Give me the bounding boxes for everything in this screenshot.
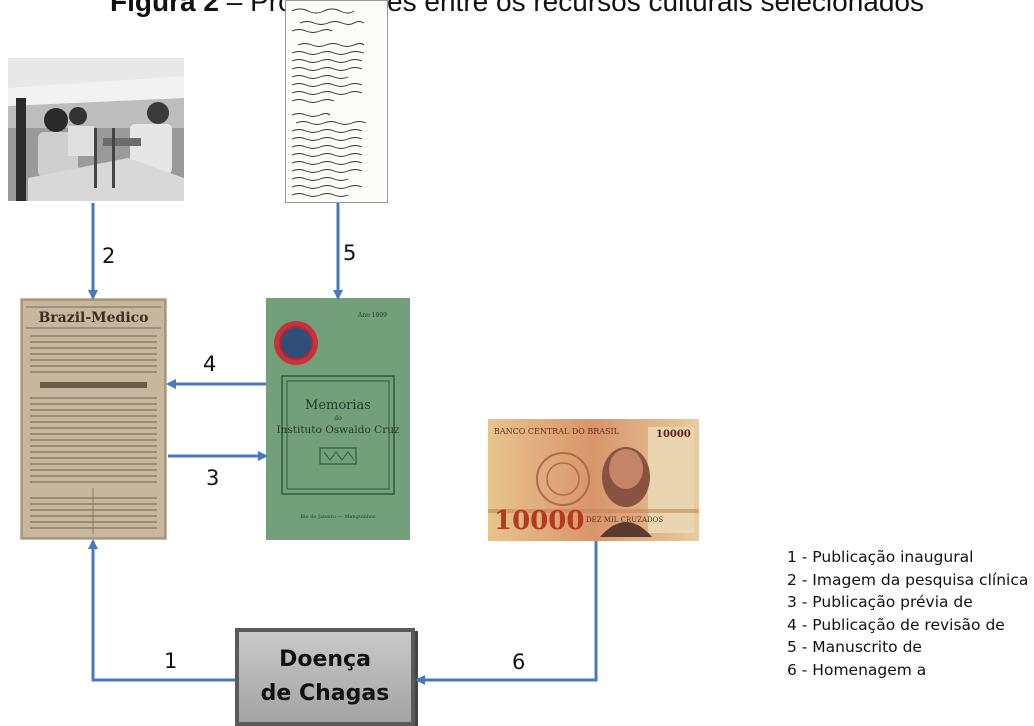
banknote-image: BANCO CENTRAL DO BRASIL 10000 10000 DEZ … [488, 419, 699, 541]
journal-header: Ano 1909 [358, 312, 387, 319]
doenca-de-chagas-node: Doença de Chagas [235, 628, 415, 726]
edge-label-5: 5 [343, 241, 357, 265]
edge-label-1: 1 [164, 649, 178, 673]
banknote-value: 10000 [494, 506, 585, 536]
node-label-line1: Doença [279, 647, 371, 672]
legend-item: 1 - Publicação inaugural [787, 548, 974, 566]
manuscript-image [285, 0, 388, 203]
edge-label-6: 6 [512, 650, 526, 674]
arrow-1 [88, 539, 235, 682]
figure-title: Figura 2 – Propriedades entre os recurso… [110, 0, 924, 17]
journal-title-1: Memorias [305, 398, 371, 413]
journal-title-2: Instituto Oswaldo Cruz [276, 424, 400, 436]
banknote-value-top: 10000 [656, 429, 691, 440]
legend: 1 - Publicação inaugural 2 - Imagem da p… [787, 546, 1028, 682]
journal-footer: Rio de Janeiro — Manguinhos [300, 514, 376, 520]
banknote-words: DEZ MIL CRUZADOS [586, 516, 664, 524]
memorias-journal-cover: Ano 1909 Memorias do Instituto Oswaldo C… [266, 298, 410, 540]
banknote-bank: BANCO CENTRAL DO BRASIL [494, 427, 619, 436]
node-label-line2: de Chagas [260, 681, 390, 706]
legend-item: 4 - Publicação de revisão de [787, 615, 1005, 634]
legend-item: 3 - Publicação prévia de [787, 593, 973, 612]
brazil-medico-newspaper: Brazil-Medico [20, 298, 167, 540]
arrow-6 [415, 541, 598, 685]
journal-title-small: do [334, 415, 342, 422]
edge-label-2: 2 [102, 244, 116, 268]
legend-item: 6 - Homenagem a [787, 660, 927, 679]
legend-item: 5 - Manuscrito de [787, 638, 922, 657]
edge-label-4: 4 [203, 352, 217, 376]
legend-item: 2 - Imagem da pesquisa clínica [787, 570, 1029, 589]
edge-label-3: 3 [206, 466, 220, 490]
newspaper-masthead: Brazil-Medico [38, 310, 149, 326]
clinical-research-photo [8, 58, 184, 201]
